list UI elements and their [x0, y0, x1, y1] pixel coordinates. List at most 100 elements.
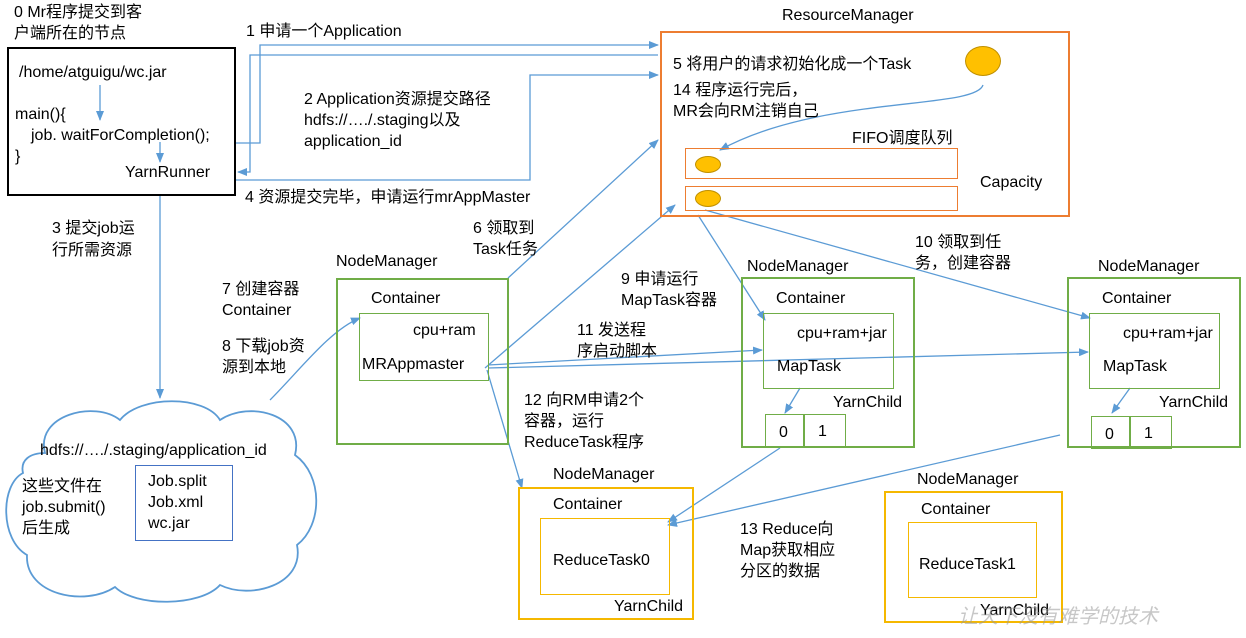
nm-reduce1-title: NodeManager [917, 471, 1019, 488]
map2-task-label: MapTask [1103, 358, 1168, 375]
nm-reduce0-box: Container ReduceTask0 YarnChild [518, 487, 694, 620]
map1-yarnchild-label: YarnChild [833, 394, 903, 411]
mrappmaster-container: cpu+ram MRAppmaster [359, 313, 489, 381]
step2-label-line1: 2 Application资源提交路径 [304, 91, 491, 108]
arrow-step12 [486, 369, 524, 489]
reduce1-container: ReduceTask1 [908, 522, 1037, 598]
map2-resources: cpu+ram+jar [1123, 325, 1213, 342]
step2-label-line3: application_id [304, 133, 402, 150]
step3-label-line1: 3 提交job运 [52, 220, 135, 237]
nm-map2-title: NodeManager [1098, 258, 1200, 275]
arrow-step10-to-map1 [697, 214, 766, 321]
step10-label-line2: 务，创建容器 [915, 255, 1012, 272]
arrow-step9 [484, 204, 676, 369]
step10-label-line1: 10 领取到任 [915, 234, 1002, 251]
hdfs-files-box: Job.split Job.xml wc.jar [135, 465, 233, 541]
queue-task-dot-2 [695, 190, 721, 207]
arrow-step13-from-map1 [667, 447, 781, 523]
rm-step14-label-line1: 14 程序运行完后， [673, 82, 808, 99]
mrappmaster-label: MRAppmaster [362, 356, 465, 373]
nm-reduce1-container-label: Container [921, 501, 991, 518]
step7-label-line1: 7 创建容器 [222, 281, 300, 298]
nm-appmaster-container-label: Container [371, 290, 441, 307]
step12-label-line3: ReduceTask程序 [524, 434, 645, 451]
map1-resources: cpu+ram+jar [797, 325, 887, 342]
step3-label-line2: 行所需资源 [52, 242, 133, 259]
nm-map1-container-label: Container [776, 290, 846, 307]
client-jar-path: /home/atguigu/wc.jar [19, 64, 167, 81]
step8-label-line1: 8 下载job资 [222, 338, 305, 355]
watermark: 让天下没有难学的技术 [958, 604, 1158, 628]
arrow-step10-to-map2 [704, 209, 1091, 320]
step13-label-line3: 分区的数据 [740, 563, 821, 580]
map2-partition-1-label: 1 [1144, 425, 1153, 442]
arrow-step13-from-map2 [667, 434, 1061, 527]
reduce1-yarnchild-label: YarnChild [980, 602, 1050, 619]
map2-partition-0: 0 [1091, 416, 1131, 449]
arrow-step2 [237, 54, 658, 176]
step2-label-line2: hdfs://…./.staging以及 [304, 112, 461, 129]
arrow-step1 [236, 41, 659, 144]
arrow-step7-8 [269, 317, 361, 401]
capacity-label: Capacity [980, 174, 1043, 191]
step13-label-line2: Map获取相应 [740, 542, 836, 559]
step13-label-line1: 13 Reduce向 [740, 521, 834, 538]
step11-label-line2: 序启动脚本 [577, 343, 658, 360]
step9-label-line2: MapTask容器 [621, 292, 718, 309]
map1-partition-0-label: 0 [779, 424, 788, 441]
hdfs-cloud-icon [5, 400, 318, 603]
step12-label-line1: 12 向RM申请2个 [524, 392, 645, 409]
hdfs-note-line2: job.submit() [22, 499, 106, 516]
step9-label-line1: 9 申请运行 [621, 271, 699, 288]
reduce0-yarnchild-label: YarnChild [614, 598, 684, 615]
nm-reduce0-title: NodeManager [553, 466, 655, 483]
nm-map2-container-label: Container [1102, 290, 1172, 307]
step8-label-line2: 源到本地 [222, 359, 287, 376]
nm-appmaster-title: NodeManager [336, 253, 438, 270]
step7-label-line2: Container [222, 302, 292, 319]
nm-map1-title: NodeManager [747, 258, 849, 275]
client-caption-line2: 户端所在的节点 [14, 25, 127, 42]
arrow-step11-to-map2 [487, 348, 1089, 369]
queue-task-dot-1 [695, 156, 721, 173]
client-node-box: /home/atguigu/wc.jar main(){ job. waitFo… [7, 47, 236, 196]
arrow-step6 [507, 139, 659, 279]
arrow-map2-to-partition [1111, 387, 1131, 414]
map1-task-label: MapTask [777, 358, 842, 375]
arrow-map1-to-partition [784, 387, 801, 414]
yarn-runner-label: YarnRunner [125, 164, 211, 181]
map1-partition-0: 0 [765, 414, 805, 447]
client-code-close: } [15, 148, 21, 165]
resource-manager-box: 5 将用户的请求初始化成一个Task 14 程序运行完后， MR会向RM注销自己… [660, 31, 1070, 217]
map1-partition-1: 1 [803, 414, 846, 447]
rm-task-dot [965, 46, 1001, 76]
client-caption-line1: 0 Mr程序提交到客 [14, 4, 143, 21]
step11-label-line1: 11 发送程 [577, 322, 647, 339]
rm-step14-label-line2: MR会向RM注销自己 [673, 103, 819, 120]
hdfs-note-line1: 这些文件在 [22, 478, 103, 495]
step6-label-line1: 6 领取到 [473, 220, 535, 237]
step1-label: 1 申请一个Application [246, 23, 402, 40]
rm-step5-label: 5 将用户的请求初始化成一个Task [673, 56, 912, 73]
resource-manager-title: ResourceManager [782, 7, 914, 24]
client-code-waitforcompletion: job. waitForCompletion(); [31, 127, 210, 144]
step6-label-line2: Task任务 [473, 241, 538, 258]
step4-label: 4 资源提交完毕，申请运行mrAppMaster [245, 189, 531, 206]
map2-partition-0-label: 0 [1105, 426, 1114, 443]
hdfs-file-job-xml: Job.xml [148, 494, 204, 511]
nm-map1-box: Container cpu+ram+jar MapTask YarnChild … [741, 277, 915, 448]
hdfs-file-job-split: Job.split [148, 473, 207, 490]
reduce-task0-label: ReduceTask0 [553, 552, 650, 569]
map2-container: cpu+ram+jar MapTask [1089, 313, 1220, 389]
nm-reduce1-box: Container ReduceTask1 YarnChild [884, 491, 1063, 623]
nm-appmaster-box: Container cpu+ram MRAppmaster [336, 278, 509, 445]
map1-partition-1-label: 1 [818, 423, 827, 440]
reduce0-container: ReduceTask0 [540, 518, 670, 595]
fifo-queue-slot-1 [685, 148, 958, 179]
reduce-task1-label: ReduceTask1 [919, 556, 1016, 573]
hdfs-note-line3: 后生成 [22, 520, 71, 537]
nm-map2-box: Container cpu+ram+jar MapTask YarnChild … [1067, 277, 1241, 449]
arrow-step14 [719, 84, 984, 151]
hdfs-file-wc-jar: wc.jar [148, 515, 190, 532]
